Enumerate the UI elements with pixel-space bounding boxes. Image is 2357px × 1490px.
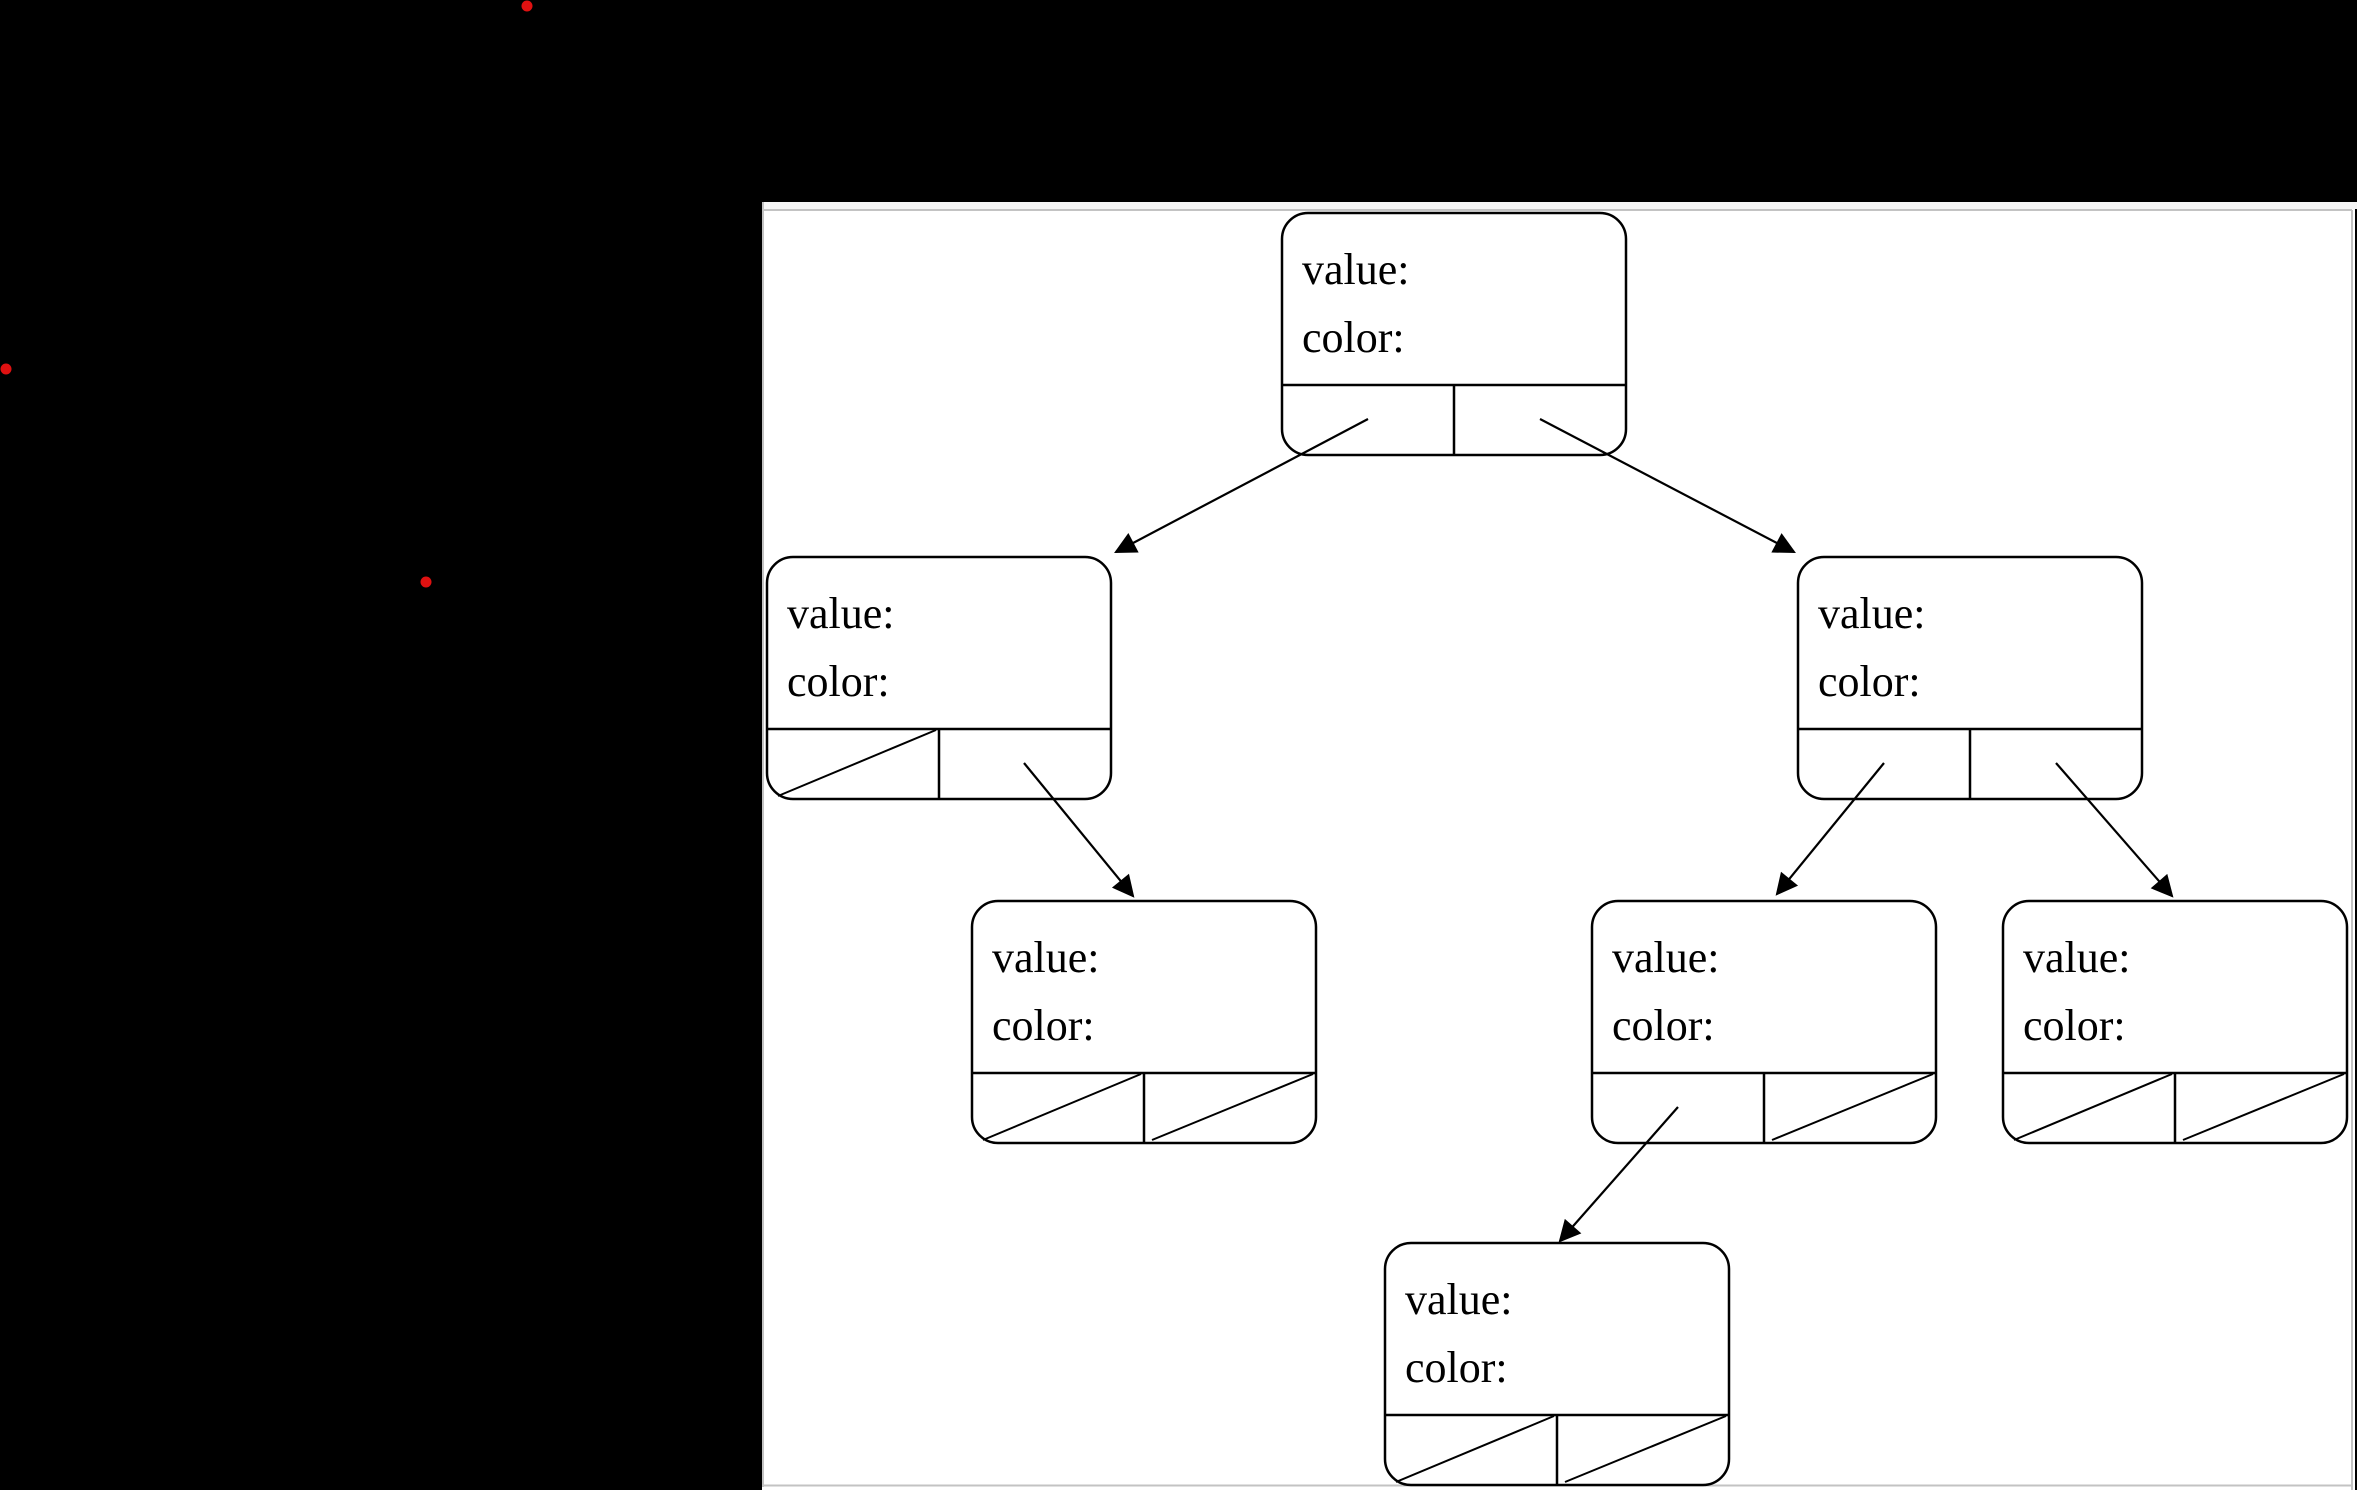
- null-slash-left: [777, 729, 937, 797]
- color-label: color:: [992, 1001, 1095, 1050]
- red-dot-top: [521, 0, 533, 12]
- tree-node-right: value: color:: [1796, 555, 2144, 801]
- null-slash-left: [982, 1073, 1142, 1141]
- value-label: value:: [1302, 245, 1410, 294]
- null-slash-left: [1395, 1415, 1555, 1483]
- null-slash-left: [2013, 1073, 2173, 1141]
- tree-node-right-right: value: color:: [2001, 899, 2349, 1145]
- null-slash-right: [1771, 1073, 1934, 1141]
- red-dot-left: [0, 363, 12, 375]
- edge-root-to-left: [1114, 418, 1369, 554]
- red-dot-middle: [420, 576, 432, 588]
- null-slash-right: [1151, 1073, 1314, 1141]
- edge-left-to-left-right: [1023, 762, 1135, 898]
- color-label: color:: [787, 657, 890, 706]
- color-label: color:: [1405, 1343, 1508, 1392]
- tree-diagram: value: color: value: color: value: color…: [765, 211, 2349, 1487]
- tree-node-left: value: color:: [765, 555, 1113, 801]
- red-annotation-dots: [0, 0, 533, 588]
- color-label: color:: [1818, 657, 1921, 706]
- value-label: value:: [1612, 933, 1720, 982]
- tree-node-root: value: color:: [1280, 211, 1628, 457]
- color-label: color:: [2023, 1001, 2126, 1050]
- edge-right-to-right-right: [2055, 762, 2174, 898]
- panel-top-strip: [762, 202, 2357, 209]
- value-label: value:: [1818, 589, 1926, 638]
- value-label: value:: [992, 933, 1100, 982]
- color-label: color:: [1302, 313, 1405, 362]
- color-label: color:: [1612, 1001, 1715, 1050]
- tree-edges: [1023, 418, 2174, 1243]
- edge-root-to-right: [1539, 418, 1796, 554]
- tree-node-left-right: value: color:: [970, 899, 1318, 1145]
- edge-right-to-right-left: [1775, 762, 1885, 896]
- tree-node-right-left-left: value: color:: [1383, 1241, 1731, 1487]
- null-slash-right: [2182, 1073, 2345, 1141]
- tree-node-right-left: value: color:: [1590, 899, 1938, 1145]
- edge-right-left-to-child: [1558, 1106, 1679, 1243]
- value-label: value:: [787, 589, 895, 638]
- null-slash-right: [1564, 1415, 1727, 1483]
- value-label: value:: [2023, 933, 2131, 982]
- value-label: value:: [1405, 1275, 1513, 1324]
